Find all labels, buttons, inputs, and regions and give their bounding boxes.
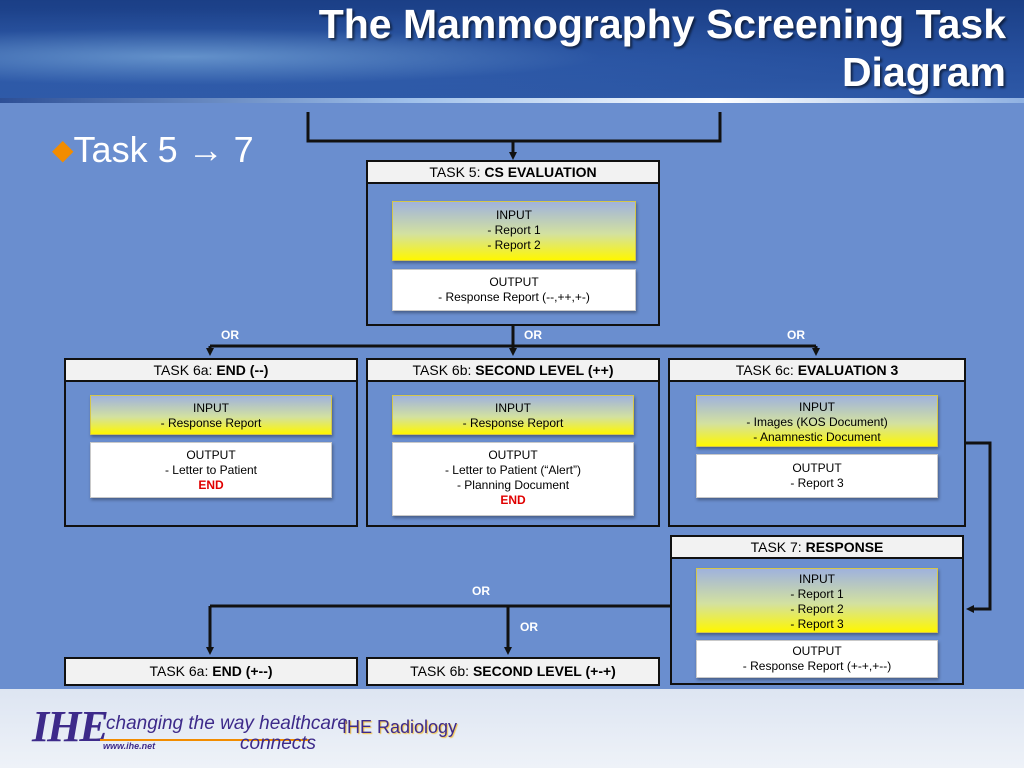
task-6b-input-heading: INPUT [495, 401, 531, 415]
task-6a-bottom-box: TASK 6a: END (+--) [64, 657, 358, 686]
task-7-name: RESPONSE [805, 539, 884, 555]
task-7-output-panel: OUTPUT - Response Report (+-+,+--) [696, 640, 938, 678]
or-label-task7-bottom: OR [520, 620, 538, 634]
task-7-prefix: TASK 7: [750, 539, 806, 555]
task-6a-prefix: TASK 6a: [153, 362, 217, 378]
task-6a-bottom-prefix: TASK 6a: [149, 663, 213, 679]
task-5-output-heading: OUTPUT [489, 275, 539, 289]
task-6c-output-item: - Report 3 [790, 476, 844, 490]
task-7-output-item: - Response Report (+-+,+--) [742, 659, 892, 673]
task-6b-bottom-prefix: TASK 6b: [410, 663, 473, 679]
task-6a-box: TASK 6a: END (--) INPUT - Response Repor… [64, 358, 358, 527]
task-6a-input-heading: INPUT [193, 401, 229, 415]
task-7-header: TASK 7: RESPONSE [672, 537, 962, 559]
ihe-logo-text: IHE [32, 702, 109, 751]
task-6c-header: TASK 6c: EVALUATION 3 [670, 360, 964, 382]
task-7-box: TASK 7: RESPONSE INPUT - Report 1 - Repo… [670, 535, 964, 685]
task-6b-bottom-box: TASK 6b: SECOND LEVEL (+-+) [366, 657, 660, 686]
ihe-logo: IHE [32, 702, 109, 751]
task-6a-output-panel: OUTPUT - Letter to Patient END [90, 442, 332, 498]
input-bracket [306, 112, 722, 143]
task-6b-bottom-name: SECOND LEVEL (+-+) [472, 663, 616, 679]
task-6b-bottom-header: TASK 6b: SECOND LEVEL (+-+) [368, 659, 658, 684]
task-6a-end-label: END [198, 478, 224, 492]
task-6c-output-heading: OUTPUT [792, 461, 842, 475]
bullet-text: Task 5 → 7 [73, 129, 254, 170]
task-6b-input-item: - Response Report [462, 416, 564, 430]
task-5-prefix: TASK 5: [429, 164, 485, 180]
task-6c-input-item: - Anamnestic Document [753, 430, 881, 444]
task-6b-name: SECOND LEVEL (++) [475, 362, 614, 378]
task-6c-name: EVALUATION 3 [797, 362, 899, 378]
task-7-output-heading: OUTPUT [792, 644, 842, 658]
task-6a-input-item: - Response Report [160, 416, 262, 430]
task-6c-output-panel: OUTPUT - Report 3 [696, 454, 938, 498]
task-6a-output-heading: OUTPUT [186, 448, 236, 462]
task-6b-output-heading: OUTPUT [488, 448, 538, 462]
logo-tagline-line-2: connects [240, 733, 317, 754]
slide-title-line-1: The Mammography Screening Task [318, 1, 1006, 47]
task-5-input-item: - Report 2 [487, 238, 541, 252]
task-5-input-item: - Report 1 [487, 223, 541, 237]
header-divider [0, 98, 1024, 103]
slide-title: The Mammography Screening Task Diagram [186, 0, 1006, 96]
footer-bar: IHE changing the way healthcare www.ihe.… [0, 689, 1024, 768]
task-6b-input-panel: INPUT - Response Report [392, 395, 634, 435]
task-6b-end-label: END [500, 493, 526, 507]
task-5-input-heading: INPUT [496, 208, 532, 222]
task-6a-header: TASK 6a: END (--) [66, 360, 356, 382]
task-6c-input-item: - Images (KOS Document) [746, 415, 888, 429]
task-6b-output-item: - Letter to Patient (“Alert”) [444, 463, 582, 477]
task-5-input-panel: INPUT - Report 1 - Report 2 [392, 201, 636, 261]
task-6a-bottom-header: TASK 6a: END (+--) [66, 659, 356, 684]
task-6a-name: END (--) [216, 362, 269, 378]
logo-underline [100, 739, 310, 741]
task-7-input-item: - Report 1 [790, 587, 844, 601]
or-label-left: OR [221, 328, 239, 342]
task-7-input-heading: INPUT [799, 572, 835, 586]
or-label-center: OR [524, 328, 542, 342]
or-label-right: OR [787, 328, 805, 342]
task-6b-output-item: - Planning Document [456, 478, 570, 492]
task-7-input-panel: INPUT - Report 1 - Report 2 - Report 3 [696, 568, 938, 633]
task-6b-prefix: TASK 6b: [412, 362, 476, 378]
task-6c-input-panel: INPUT - Images (KOS Document) - Anamnest… [696, 395, 938, 447]
task-5-name: CS EVALUATION [484, 164, 597, 180]
footer-radiology-label: IHE Radiology [342, 717, 458, 737]
task-5-box: TASK 5: CS EVALUATION INPUT - Report 1 -… [366, 160, 660, 326]
diamond-bullet-icon: ◆ [52, 134, 74, 165]
logo-url: www.ihe.net [103, 741, 156, 751]
bullet-item: ◆Task 5 → 7 [52, 130, 254, 173]
slide-title-line-2: Diagram [841, 49, 1006, 95]
task-6c-prefix: TASK 6c: [735, 362, 798, 378]
task-6a-input-panel: INPUT - Response Report [90, 395, 332, 435]
logo-tagline-line-1: changing the way healthcare [106, 713, 348, 734]
task-6a-bottom-name: END (+--) [212, 663, 273, 679]
task-6b-header: TASK 6b: SECOND LEVEL (++) [368, 360, 658, 382]
or-label-task7-top: OR [472, 584, 490, 598]
task-6b-box: TASK 6b: SECOND LEVEL (++) INPUT - Respo… [366, 358, 660, 527]
task-5-output-panel: OUTPUT - Response Report (--,++,+-) [392, 269, 636, 311]
task-6b-output-panel: OUTPUT - Letter to Patient (“Alert”) - P… [392, 442, 634, 516]
task-7-input-item: - Report 2 [790, 602, 844, 616]
task-5-header: TASK 5: CS EVALUATION [368, 162, 658, 184]
task-6c-input-heading: INPUT [799, 400, 835, 414]
header-banner: The Mammography Screening Task Diagram [0, 0, 1024, 103]
task-6c-box: TASK 6c: EVALUATION 3 INPUT - Images (KO… [668, 358, 966, 527]
task-7-input-item: - Report 3 [790, 617, 844, 631]
task-5-output-item: - Response Report (--,++,+-) [438, 290, 590, 304]
task-6a-output-item: - Letter to Patient [164, 463, 258, 477]
